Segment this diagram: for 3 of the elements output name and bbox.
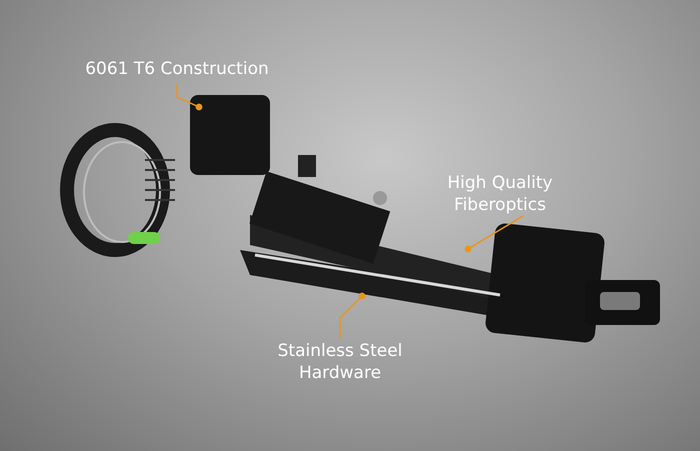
callout-label: Stainless Steel Hardware bbox=[270, 340, 410, 384]
callout-label: 6061 T6 Construction bbox=[82, 58, 272, 80]
callout-label: High Quality Fiberoptics bbox=[440, 172, 560, 216]
